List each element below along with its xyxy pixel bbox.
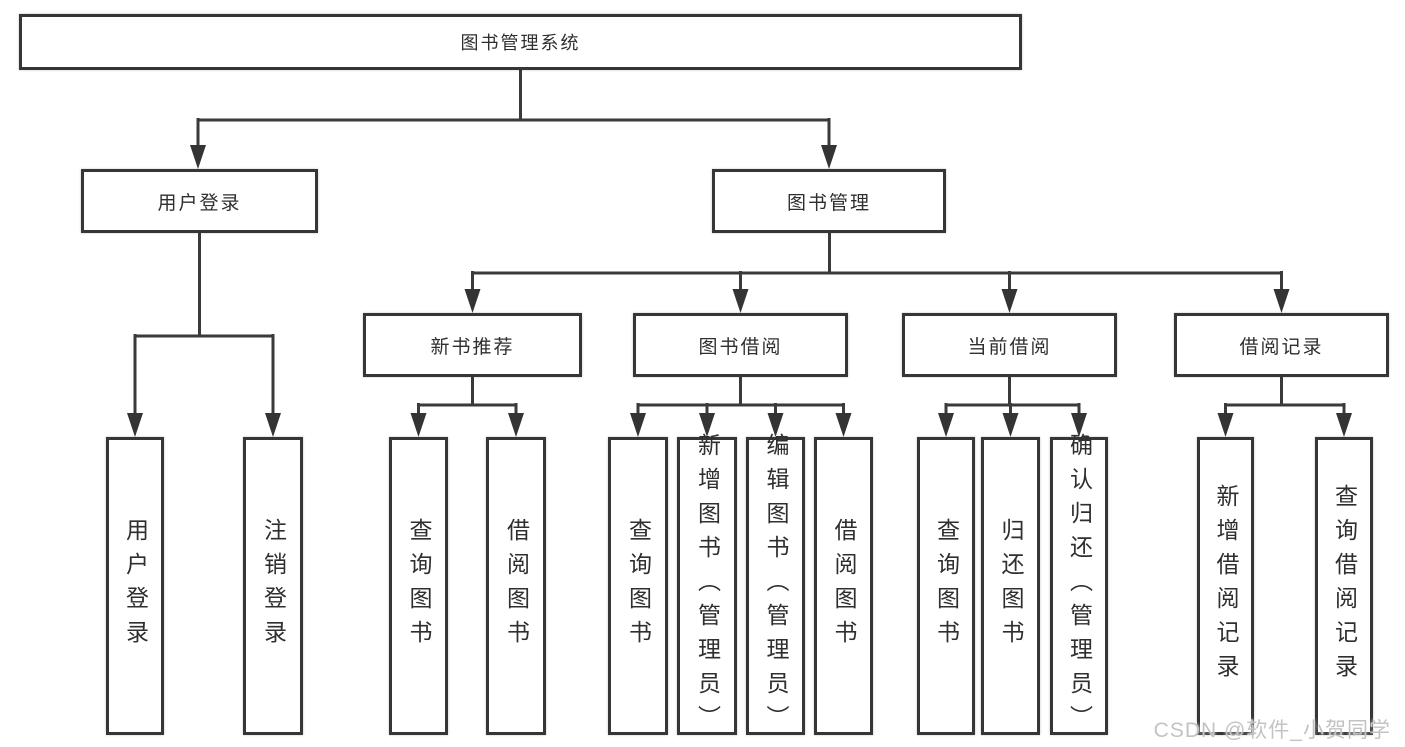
connector-borrow-records: [1217, 375, 1352, 437]
node-book-management-label: 图书管理: [786, 192, 871, 214]
leaf-confirm-return-admin-label: 确认归还（管理员）: [1066, 433, 1093, 739]
leaf-borrow-books-1: 借阅图书: [486, 437, 546, 735]
node-borrow-records: 借阅记录: [1174, 313, 1389, 377]
leaf-query-books-2-label: 查询图书: [625, 518, 652, 654]
leaf-edit-book-admin: 编辑图书（管理员）: [746, 433, 805, 739]
leaf-query-books-1-label: 查询图书: [406, 518, 432, 654]
leaf-return-book: 归还图书: [981, 437, 1040, 735]
node-current-borrow: 当前借阅: [902, 313, 1117, 377]
leaf-query-borrow-record-label: 查询借阅记录: [1331, 484, 1358, 688]
node-book-management: 图书管理: [712, 169, 946, 233]
leaf-return-book-label: 归还图书: [998, 518, 1024, 654]
leaf-edit-book-admin-label: 编辑图书（管理员）: [763, 433, 789, 739]
leaf-logout-label: 注销登录: [260, 518, 287, 654]
leaf-add-borrow-record-label: 新增借阅记录: [1213, 484, 1239, 688]
leaf-query-books-3: 查询图书: [917, 437, 975, 735]
node-root: 图书管理系统: [19, 14, 1022, 70]
connector-new-book-recommend: [410, 375, 524, 437]
connector-book-borrow: [630, 375, 852, 437]
node-borrow-records-label: 借阅记录: [1239, 336, 1324, 358]
leaf-add-book-admin-label: 新增图书（管理员）: [694, 433, 721, 739]
leaf-borrow-books-2-label: 借阅图书: [831, 518, 857, 654]
node-user-login-label: 用户登录: [157, 192, 242, 214]
leaf-logout: 注销登录: [243, 437, 303, 735]
connector-root: [190, 68, 837, 169]
leaf-add-borrow-record: 新增借阅记录: [1197, 437, 1254, 735]
leaf-add-book-admin: 新增图书（管理员）: [677, 433, 737, 739]
node-book-borrow: 图书借阅: [633, 313, 848, 377]
leaf-confirm-return-admin: 确认归还（管理员）: [1050, 433, 1108, 739]
leaf-query-books-1: 查询图书: [389, 437, 448, 735]
leaf-borrow-books-1-label: 借阅图书: [503, 518, 530, 654]
connector-current-borrow: [938, 375, 1087, 437]
connector-user-login: [127, 231, 281, 437]
leaf-query-borrow-record: 查询借阅记录: [1315, 437, 1373, 735]
csdn-watermark: CSDN @软件_小贺同学: [1153, 719, 1391, 742]
connector-book-management: [464, 231, 1290, 313]
node-new-book-recommend-label: 新书推荐: [430, 336, 515, 358]
node-user-login: 用户登录: [81, 169, 318, 233]
leaf-query-books-2: 查询图书: [608, 437, 668, 735]
leaf-user-login: 用户登录: [106, 437, 164, 735]
node-new-book-recommend: 新书推荐: [363, 313, 582, 377]
node-book-borrow-label: 图书借阅: [698, 336, 783, 358]
node-current-borrow-label: 当前借阅: [967, 336, 1052, 358]
node-root-label: 图书管理系统: [460, 33, 581, 53]
leaf-borrow-books-2: 借阅图书: [814, 437, 873, 735]
leaf-user-login-label: 用户登录: [122, 518, 149, 654]
leaf-query-books-3-label: 查询图书: [933, 518, 960, 654]
